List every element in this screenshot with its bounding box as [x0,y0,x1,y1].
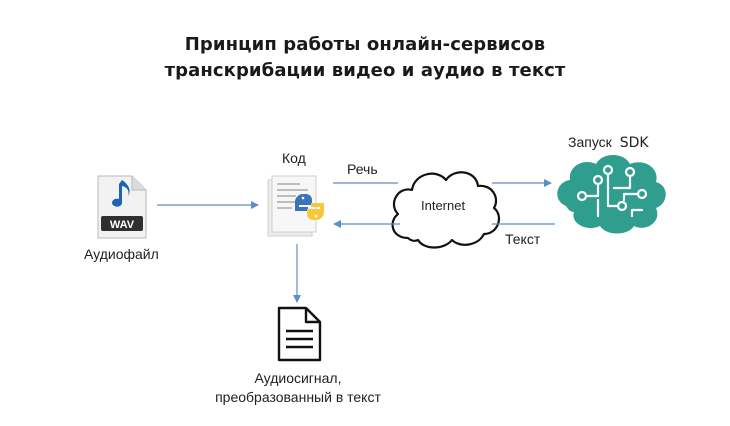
result-label-line-1: Аудиосигнал, [254,370,342,386]
sdk-label-run: Запуск [568,134,612,150]
audio-file-label: Аудиофайл [84,246,159,262]
title-line-2: транскрибации видео и аудио в текст [164,60,566,81]
audio-file-icon [97,175,147,239]
audio-file-badge: WAV [110,219,135,231]
cloud-icon [391,171,501,249]
sdk-label-sdk: SDK [619,135,649,151]
document-icon [277,306,322,362]
code-label: Код [282,150,306,166]
result-label-line-2: преобразованный в текст [215,389,381,405]
text-label: Текст [505,231,541,247]
python-code-icon [267,175,324,237]
sdk-label: Запуск SDK [568,134,649,151]
internet-label: Internet [421,198,466,213]
brain-circuit-icon [557,155,666,234]
title-line-1: Принцип работы онлайн-сервисов [184,34,546,55]
speech-label: Речь [347,161,378,177]
